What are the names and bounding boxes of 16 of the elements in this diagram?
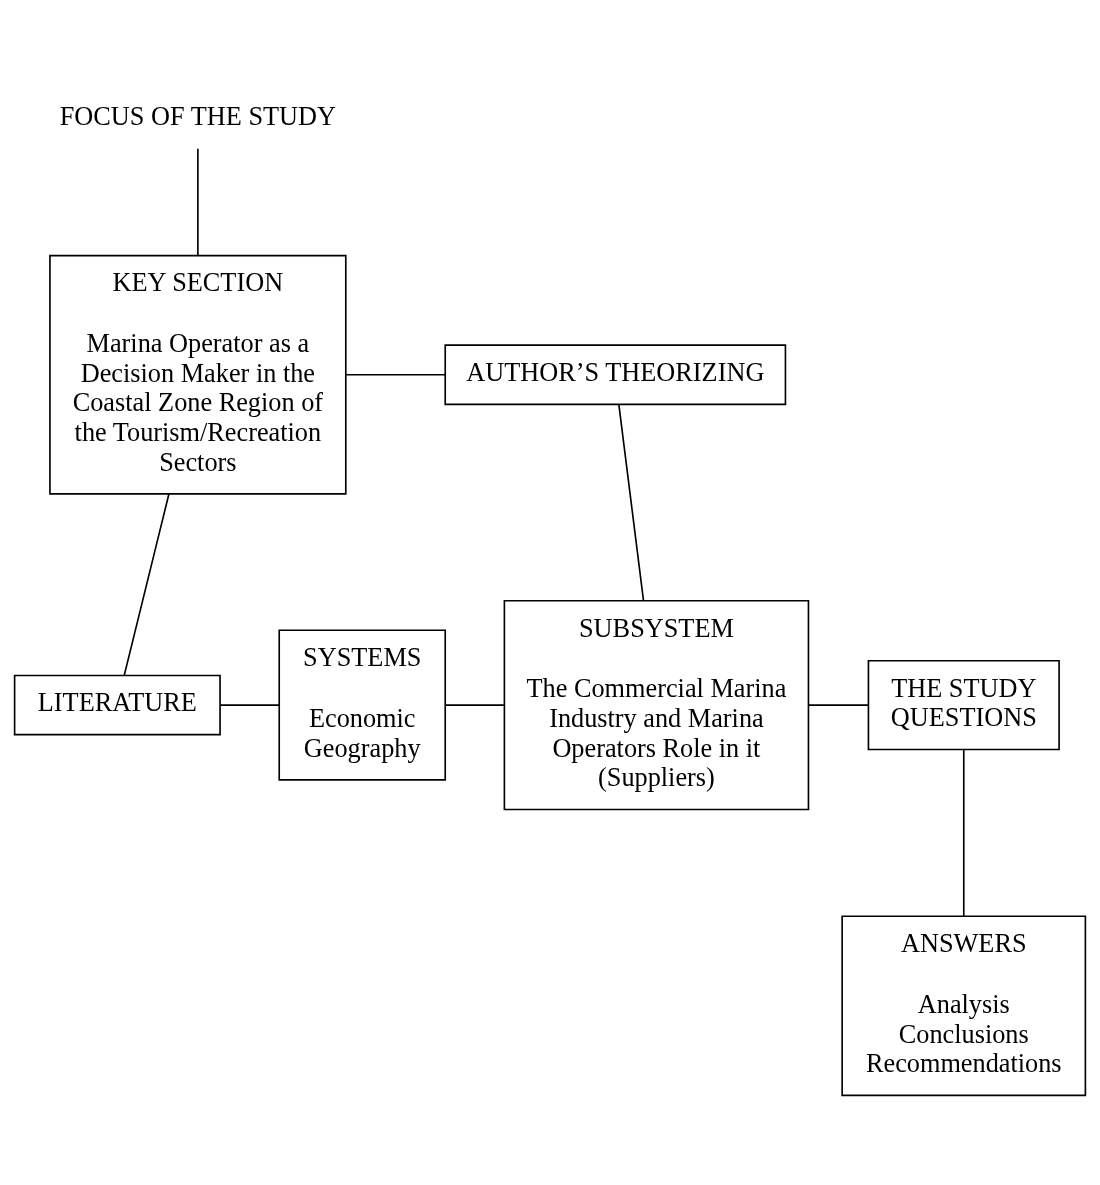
node-box: SYSTEMS Economic Geography — [278, 629, 447, 781]
node-box: LITERATURE — [13, 674, 221, 736]
connector — [808, 704, 869, 706]
connector — [345, 373, 446, 376]
connector — [123, 493, 170, 676]
node-box: KEY SECTION Marina Operator as a Decision Maker in the Coastal Zone Region of the Tourism/Recreation Sectors — [49, 254, 347, 495]
node-box: THE STUDY QUESTIONS — [867, 659, 1060, 751]
connector — [444, 704, 505, 706]
node-box: SUBSYSTEM The Commercial Marina Industry and Marina Operators Role in it (Suppliers) — [503, 599, 810, 811]
node-text: FOCUS OF THE STUDY — [59, 102, 336, 132]
node-box: ANSWERS Analysis Conclusions Recommendations — [841, 915, 1087, 1097]
connector — [197, 147, 199, 256]
node-box: AUTHOR’S THEORIZING — [444, 344, 787, 406]
connector — [618, 404, 645, 602]
connector — [219, 704, 280, 706]
connector — [962, 749, 965, 917]
